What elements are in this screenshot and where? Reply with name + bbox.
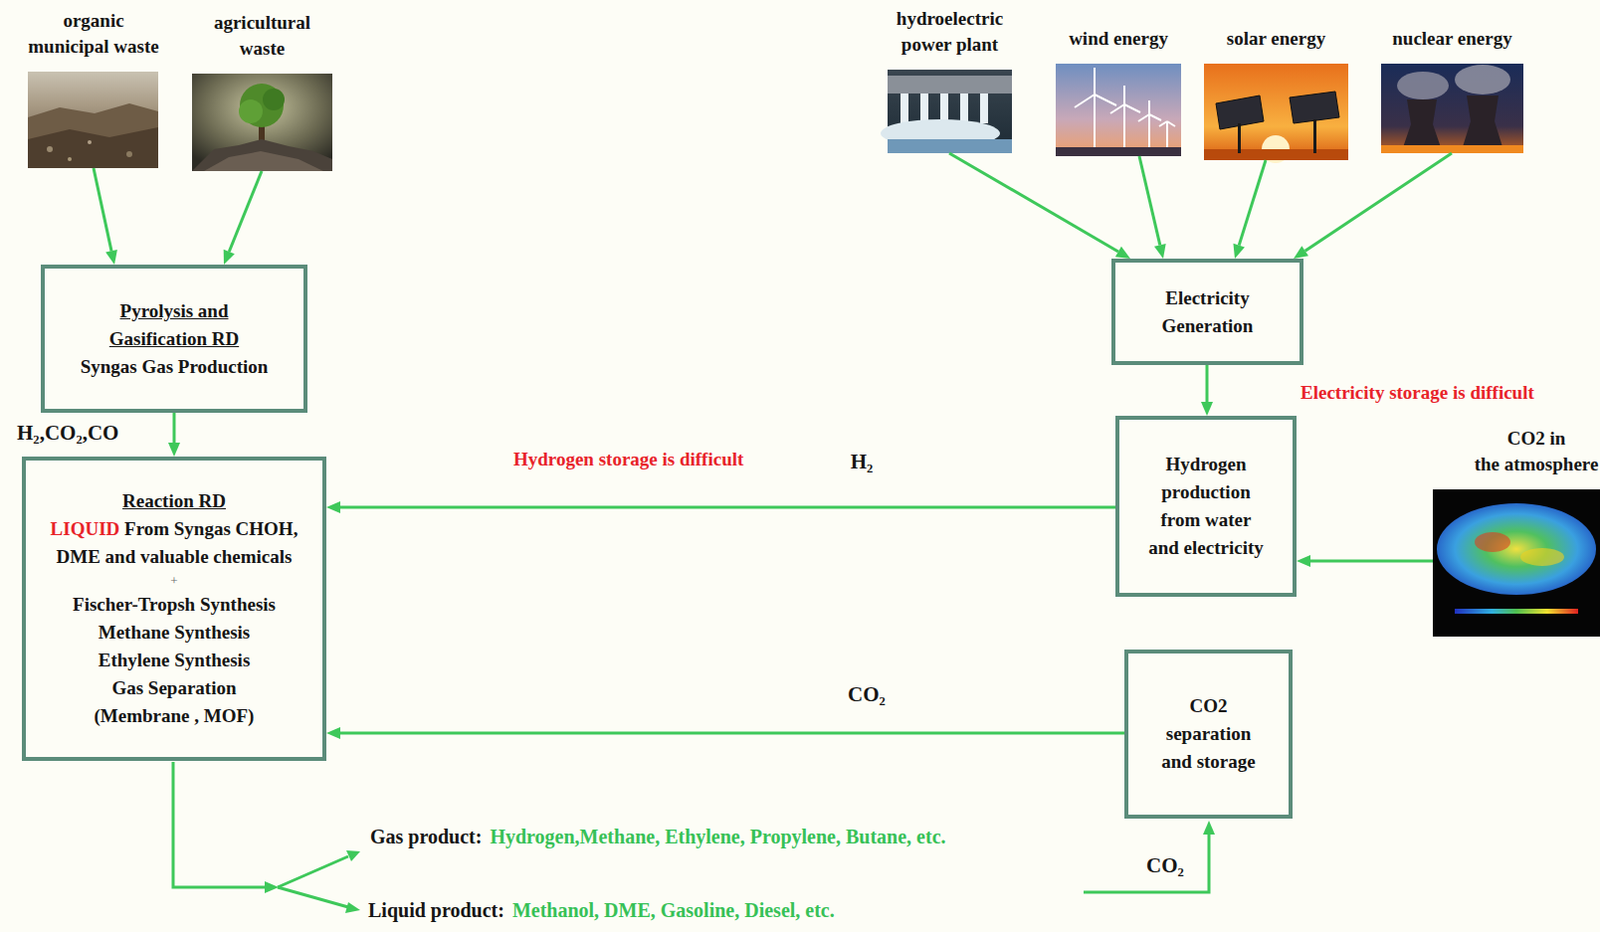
arrowhead (223, 249, 235, 265)
solar-photo (1203, 63, 1349, 164)
energy-source-image: wind energy (1038, 25, 1199, 157)
arrow-line (1310, 560, 1433, 564)
waste-source-image: agricultural waste (189, 9, 336, 172)
nuclear-plant-photo (1381, 63, 1524, 154)
flow-arrow (326, 727, 1125, 740)
edge-label: H₂,CO₂,CO (13, 418, 122, 447)
image-heading: nuclear energy (1373, 25, 1532, 52)
image-area (1432, 489, 1600, 637)
image-heading: wind energy (1038, 25, 1199, 52)
energy-source-image: solar energy (1199, 25, 1354, 161)
product-fork-arrows (173, 762, 349, 908)
box-heading: Pyrolysis and Gasification RD (56, 297, 292, 354)
warning-note: Electricity storage is difficult (1297, 380, 1538, 406)
arrow-line (1205, 365, 1209, 402)
image-area (1373, 63, 1532, 154)
arrowhead (1115, 246, 1131, 259)
image-heading: CO2 in the atmosphere (1432, 425, 1600, 478)
flow-arrow (1293, 153, 1452, 259)
arrowhead (105, 249, 118, 265)
box-text: Methane Synthesis (98, 618, 251, 647)
product-heading: Gas product: (367, 823, 485, 850)
process-box: Hydrogen production from water and elect… (1115, 415, 1297, 598)
flow-arrow (1139, 156, 1167, 259)
box-text: Syngas Gas Production (80, 353, 269, 382)
arrowhead (1200, 401, 1213, 416)
energy-source-image: nuclear energy (1373, 25, 1532, 154)
flow-arrow (949, 153, 1131, 259)
waste-source-image: organic municipal waste (9, 7, 178, 169)
arrow-line (949, 153, 1119, 252)
arrow-line (340, 506, 1116, 510)
arrow-line (93, 168, 112, 251)
co2-source-image: CO2 in the atmosphere (1432, 425, 1600, 637)
edge-label: H₂ (847, 447, 877, 476)
tree-photo (192, 73, 333, 172)
flow-arrow (168, 412, 181, 457)
flow-arrow (326, 501, 1116, 514)
image-area (189, 73, 336, 172)
co2-map-image (1432, 489, 1600, 637)
image-area (1038, 63, 1199, 157)
dam-photo (880, 69, 1012, 154)
process-box: Electricity Generation (1111, 258, 1304, 366)
image-heading: solar energy (1199, 25, 1354, 52)
arrowhead (1296, 555, 1311, 568)
arrowhead (1154, 243, 1167, 259)
box-heading: Reaction RD (122, 487, 226, 516)
arrowhead (1293, 245, 1309, 259)
process-box: Pyrolysis and Gasification RDSyngas Gas … (40, 264, 308, 413)
product-heading: Liquid product: (365, 897, 508, 924)
co2-capture-arrow (1083, 820, 1215, 893)
image-area (879, 69, 1020, 154)
arrowhead (1232, 243, 1244, 259)
box-heading: Electricity Generation (1123, 284, 1293, 341)
process-box: Reaction RDLIQUID From Syngas CHOH, DME … (21, 456, 327, 762)
box-text: + (170, 571, 178, 592)
arrow-line (1139, 156, 1161, 245)
box-heading: CO2 separation and storage (1151, 692, 1267, 777)
flow-arrow (223, 171, 262, 265)
image-heading: organic municipal waste (9, 7, 178, 60)
arrow-line (173, 412, 177, 443)
arrowhead (168, 442, 181, 457)
edge-label: CO₂ (844, 680, 889, 709)
arrow-line (1305, 153, 1452, 251)
box-heading: Hydrogen production from water and elect… (1144, 450, 1268, 563)
arrow-line (1238, 160, 1266, 246)
process-box: CO2 separation and storage (1124, 649, 1293, 819)
product-list: Hydrogen,Methane, Ethylene, Propylene, B… (486, 823, 949, 850)
flow-label: CO₂ (1143, 852, 1188, 879)
fork-arrowheads (264, 850, 361, 914)
arrow-line (340, 732, 1125, 736)
flow-arrow (1232, 160, 1266, 259)
landfill-photo (27, 71, 159, 169)
box-text: LIQUID (50, 518, 121, 540)
box-paragraph: LIQUID From Syngas CHOH, DME and valuabl… (33, 515, 315, 572)
box-text: Fischer-Tropsh Synthesis (72, 591, 276, 619)
flow-arrow (1200, 365, 1213, 416)
flow-arrow (93, 168, 118, 265)
flow-arrow (1296, 555, 1433, 568)
product-list: Methanol, DME, Gasoline, Diesel, etc. (509, 897, 838, 924)
warning-note: Hydrogen storage is difficult (510, 446, 747, 473)
box-text: Gas Separation (Membrane , MOF) (33, 674, 315, 731)
image-area (1199, 63, 1354, 161)
image-heading: agricultural waste (189, 9, 336, 62)
box-text: Ethylene Synthesis (98, 646, 251, 675)
arrowhead (326, 501, 341, 514)
image-heading: hydroelectric power plant (879, 5, 1020, 58)
wind-farm-photo (1055, 63, 1182, 157)
image-area (9, 71, 178, 169)
arrow-line (228, 171, 262, 252)
arrowhead (326, 727, 341, 740)
energy-source-image: hydroelectric power plant (879, 5, 1020, 154)
